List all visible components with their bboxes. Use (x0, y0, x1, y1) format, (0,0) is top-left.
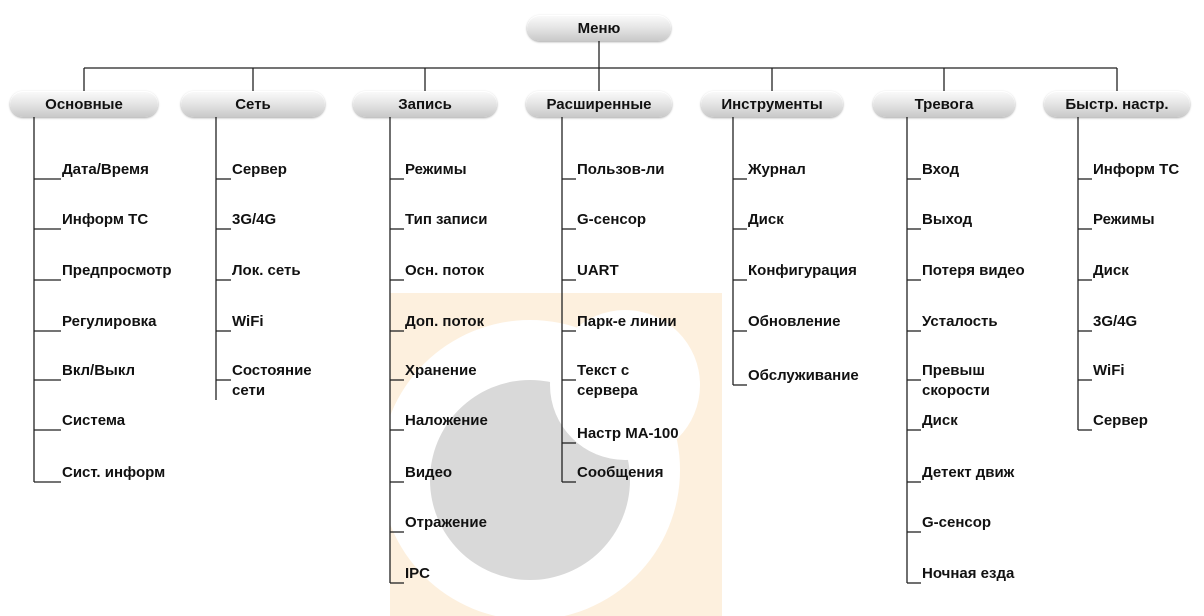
menu-item: Детект движ (922, 464, 1015, 481)
menu-item: UART (577, 262, 619, 279)
menu-item: Обслуживание (748, 367, 859, 384)
menu-root-node: Меню (527, 15, 671, 41)
menu-item: WiFi (1093, 362, 1125, 379)
menu-item: Хранение (405, 362, 477, 379)
category-header-5: Тревога (873, 91, 1015, 117)
menu-item: Пользов-ли (577, 161, 665, 178)
menu-root-label: Меню (577, 19, 621, 37)
menu-item: Информ ТС (1093, 161, 1180, 178)
menu-item: Дата/Время (62, 161, 149, 178)
menu-item: Регулировка (62, 313, 157, 330)
category-header-label: Быстр. настр. (1065, 95, 1169, 113)
menu-item: G-сенсор (577, 211, 647, 228)
menu-item: Потеря видео (922, 262, 1025, 279)
menu-item: Осн. поток (405, 262, 485, 279)
menu-item: Сервер (1093, 412, 1148, 429)
category-header-3: Расширенные (526, 91, 672, 117)
menu-item: 3G/4G (1093, 313, 1138, 330)
category-header-1: Сеть (181, 91, 325, 117)
menu-item: Отражение (405, 514, 487, 531)
menu-item: Диск (922, 412, 958, 429)
category-header-label: Расширенные (546, 95, 652, 113)
menu-item: Настр МА-100 (577, 425, 679, 442)
menu-item: Информ ТС (62, 211, 149, 228)
menu-item: Система (62, 412, 126, 429)
menu-item: Состояние сети (232, 362, 312, 399)
menu-item: 3G/4G (232, 211, 277, 228)
menu-item: Журнал (748, 161, 806, 178)
menu-item: Лок. сеть (232, 262, 301, 279)
menu-item: Режимы (405, 161, 467, 178)
menu-item: Диск (1093, 262, 1129, 279)
menu-item: Выход (922, 211, 973, 228)
menu-item: G-сенсор (922, 514, 992, 531)
menu-item: Усталость (922, 313, 998, 330)
category-header-label: Основные (45, 95, 123, 113)
menu-item: Вход (922, 161, 960, 178)
menu-item: Сист. информ (62, 464, 166, 481)
category-header-0: Основные (10, 91, 158, 117)
menu-item: WiFi (232, 313, 264, 330)
menu-item: Диск (748, 211, 784, 228)
menu-item: Вкл/Выкл (62, 362, 136, 379)
category-header-6: Быстр. настр. (1044, 91, 1190, 117)
category-header-4: Инструменты (701, 91, 843, 117)
menu-item: Сообщения (577, 464, 664, 481)
menu-item: Тип записи (405, 211, 488, 228)
menu-item: Обновление (748, 313, 841, 330)
category-header-label: Инструменты (721, 95, 823, 113)
menu-item: Наложение (405, 412, 488, 429)
category-header-label: Сеть (235, 95, 271, 113)
menu-item: Видео (405, 464, 453, 481)
menu-item: Режимы (1093, 211, 1155, 228)
menu-item: Парк-е линии (577, 313, 677, 330)
menu-item: Текст с сервера (577, 362, 638, 399)
menu-item: Предпросмотр (62, 262, 172, 279)
menu-item: Ночная езда (922, 565, 1015, 582)
category-header-label: Тревога (914, 95, 974, 113)
menu-item: IPC (405, 565, 431, 582)
menu-item: Сервер (232, 161, 287, 178)
category-header-2: Запись (353, 91, 497, 117)
menu-item: Конфигурация (748, 262, 857, 279)
menu-item: Доп. поток (405, 313, 485, 330)
category-header-label: Запись (398, 95, 452, 113)
menu-item: Превыш скорости (922, 362, 990, 399)
